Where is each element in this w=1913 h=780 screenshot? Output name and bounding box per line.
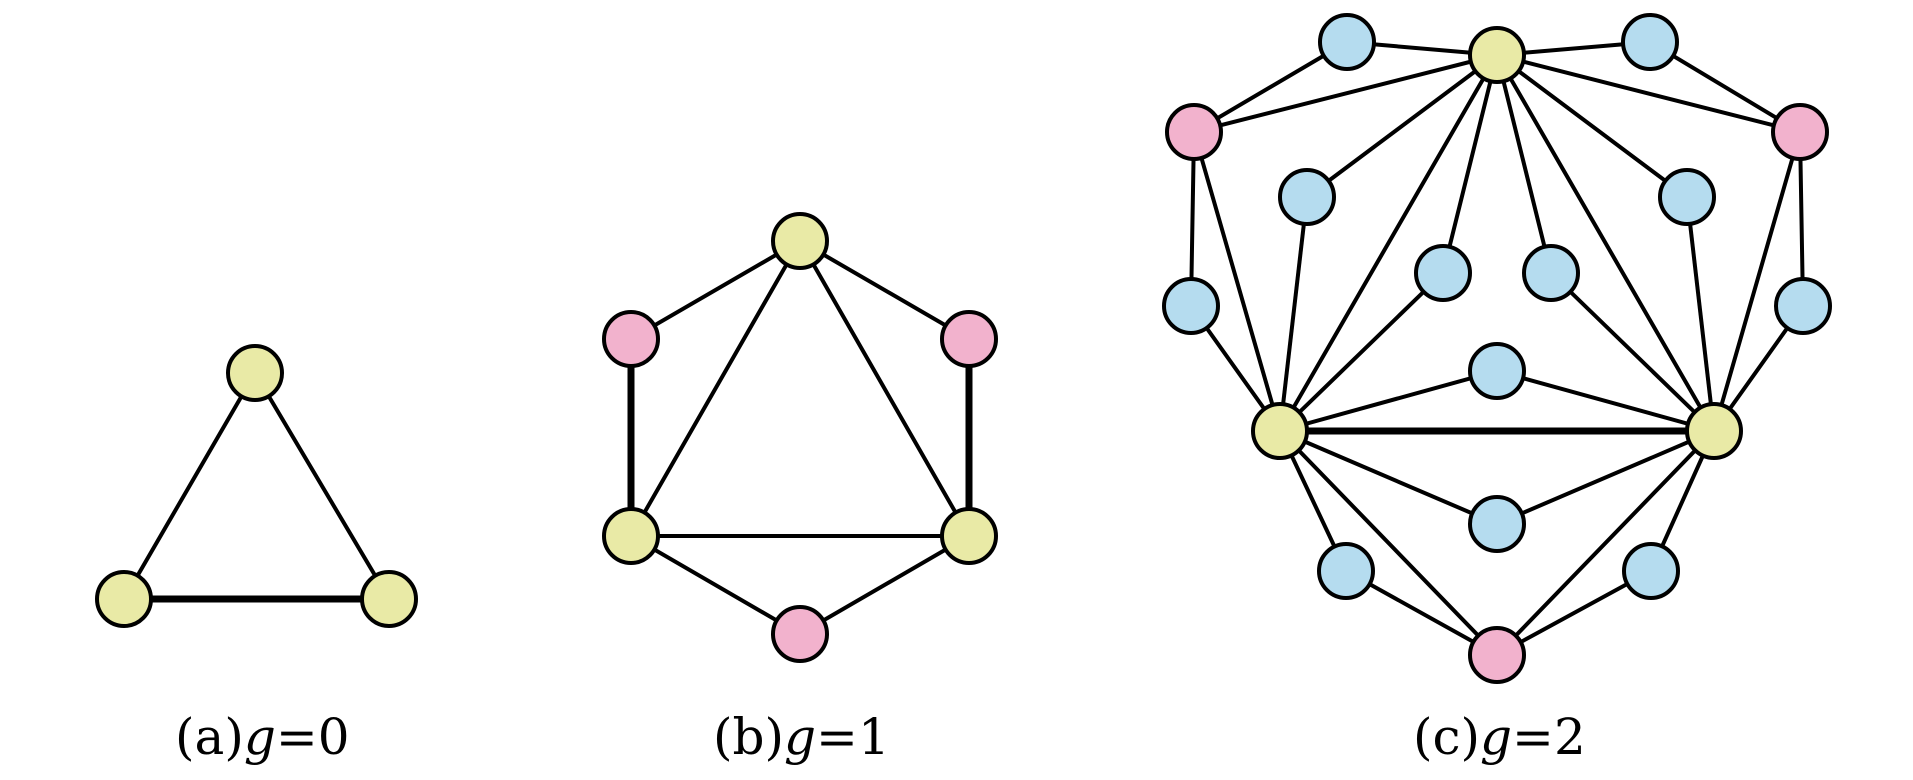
graph-c-edge: [1189, 130, 1196, 308]
graph-b-node-yellow: [940, 507, 998, 565]
graph-a-node-yellow: [95, 570, 153, 628]
caption-c-var: g: [1480, 708, 1513, 766]
graph-b-node-pink: [771, 605, 829, 663]
graph-c-node-blue: [1622, 542, 1680, 600]
graph-c-node-blue: [1317, 542, 1375, 600]
caption-a-rest: =0: [275, 708, 350, 766]
graph-c-edge: [1495, 53, 1716, 433]
caption-b-rest: =1: [816, 708, 890, 766]
graph-c-edge: [1798, 130, 1805, 308]
caption-a: (a)g=0: [175, 708, 350, 766]
graph-a-node-yellow: [360, 570, 418, 628]
graph-c-node-blue: [1414, 244, 1472, 302]
graph-c-node-blue: [1278, 168, 1336, 226]
graph-c-node-pink: [1771, 103, 1829, 161]
graph-c-edge: [1278, 195, 1309, 433]
graph-c-edge: [1305, 53, 1499, 199]
graph-c-edge: [1495, 569, 1653, 657]
graph-c-node-pink: [1468, 626, 1526, 684]
nodes-layer: [95, 13, 1832, 684]
caption-a-var: g: [243, 708, 276, 766]
graph-c-node-pink: [1165, 103, 1223, 161]
graph-b-edge: [629, 239, 802, 341]
graph-a-edge: [122, 371, 257, 601]
graph-c-edge: [1192, 53, 1499, 134]
graph-c-edge: [1278, 271, 1445, 433]
caption-c-rest: =2: [1512, 708, 1586, 766]
graph-b-edge: [798, 239, 971, 538]
graph-c-edge: [1441, 53, 1499, 275]
graph-c-node-blue: [1658, 168, 1716, 226]
graph-c-edge: [1648, 40, 1802, 134]
graph-c-edge: [1685, 195, 1716, 433]
graph-b-node-yellow: [771, 212, 829, 270]
caption-a-prefix: (a): [175, 708, 244, 766]
graph-c-node-blue: [1318, 13, 1376, 71]
graph-a-node-yellow: [226, 344, 284, 402]
graph-b-edge: [798, 239, 971, 341]
graph-c-edge: [1549, 271, 1716, 433]
graph-c-edge: [1192, 130, 1282, 433]
graph-c-edge: [1495, 53, 1689, 199]
graph-c-edge: [1495, 429, 1716, 657]
graph-c-edge: [1495, 53, 1802, 134]
graph-b-node-yellow: [602, 507, 660, 565]
graph-b-edge: [629, 239, 802, 538]
graph-c-node-blue: [1621, 13, 1679, 71]
graph-c-node-yellow: [1251, 402, 1309, 460]
graph-c-edge: [1278, 369, 1499, 433]
graph-c-node-yellow: [1685, 402, 1743, 460]
caption-c-prefix: (c): [1413, 708, 1481, 766]
graph-b-node-pink: [940, 310, 998, 368]
caption-b-prefix: (b): [713, 708, 785, 766]
graph-c-edge: [1278, 429, 1499, 657]
graph-c-edge: [1495, 369, 1716, 433]
graph-b-edge: [629, 534, 802, 636]
caption-b-var: g: [784, 708, 817, 766]
graph-a-edge: [253, 371, 391, 601]
caption-c: (c)g=2: [1413, 708, 1586, 766]
graph-c-node-blue: [1774, 277, 1832, 335]
caption-b: (b)g=1: [713, 708, 890, 766]
graph-c-edge: [1495, 53, 1553, 275]
graph-c-edge: [1712, 130, 1802, 433]
graph-c-edge: [1278, 53, 1499, 433]
graph-c-edge: [1495, 429, 1716, 526]
graph-c-edge: [1192, 40, 1349, 134]
graph-b-node-pink: [602, 310, 660, 368]
graph-c-node-blue: [1162, 277, 1220, 335]
graph-c-node-blue: [1468, 495, 1526, 553]
graph-b-edge: [798, 534, 971, 636]
graph-c-node-blue: [1468, 342, 1526, 400]
graph-c-node-blue: [1522, 244, 1580, 302]
graph-c-node-yellow: [1468, 26, 1526, 84]
graph-c-edge: [1278, 429, 1499, 526]
